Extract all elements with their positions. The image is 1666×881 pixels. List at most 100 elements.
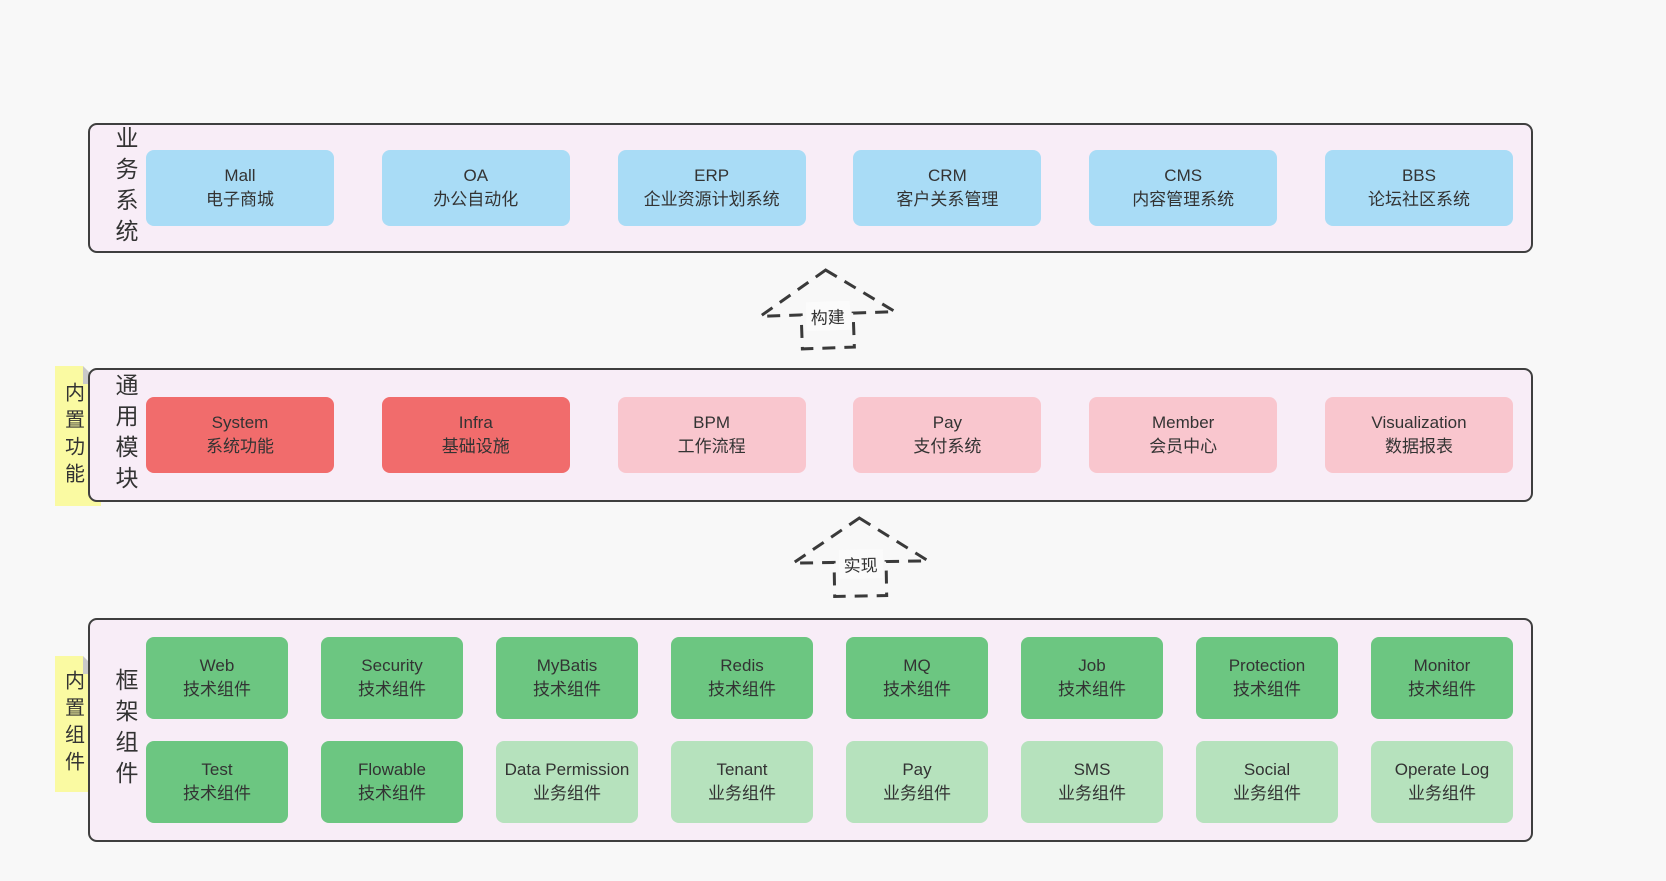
system-box-crm-name: CRM [928, 166, 967, 186]
component-box-mq-name: MQ [903, 656, 931, 676]
component-box-security-name: Security [361, 656, 423, 676]
system-box-bbs: BBS 论坛社区系统 [1324, 150, 1513, 226]
module-box-system-desc: 系统功能 [206, 437, 274, 456]
component-box-operate-log: Operate Log 业务组件 [1371, 741, 1513, 823]
band-business-systems-label: 业务系统 [112, 126, 138, 250]
component-box-redis: Redis 技术组件 [671, 637, 813, 719]
module-box-infra-name: Infra [458, 413, 493, 433]
module-box-member-name: Member [1152, 413, 1215, 433]
system-box-erp: ERP 企业资源计划系统 [617, 150, 806, 226]
component-box-social: Social 业务组件 [1196, 741, 1338, 823]
system-box-oa-name: OA [463, 166, 489, 186]
component-box-protection: Protection 技术组件 [1196, 637, 1338, 719]
component-box-pay-name: Pay [902, 760, 932, 780]
component-box-job: Job 技术组件 [1021, 637, 1163, 719]
module-box-member: Member 会员中心 [1089, 397, 1278, 473]
module-box-infra: Infra 基础设施 [381, 397, 570, 473]
module-box-visualization: Visualization 数据报表 [1324, 397, 1513, 473]
component-box-mq-desc: 技术组件 [883, 680, 951, 699]
component-box-mybatis-name: MyBatis [536, 656, 598, 676]
component-box-test-name: Test [201, 760, 233, 780]
component-box-mybatis-desc: 技术组件 [533, 680, 601, 699]
band-framework-components: 框架组件 Web 技术组件 Security 技术组件 MyBatis 技术组件… [88, 618, 1533, 842]
sticky-note-built-in-components-label: 内置组件 [61, 670, 84, 778]
module-box-visualization-desc: 数据报表 [1384, 437, 1453, 456]
system-box-mall-desc: 电子商城 [206, 190, 274, 209]
band-framework-components-boxes: Web 技术组件 Security 技术组件 MyBatis 技术组件 Redi… [146, 620, 1513, 840]
component-box-social-name: Social [1243, 760, 1291, 780]
module-box-infra-desc: 基础设施 [441, 437, 510, 456]
arrow-up-dashed-icon [755, 268, 901, 351]
system-box-mall: Mall 电子商城 [146, 150, 334, 226]
module-box-pay-name: Pay [932, 413, 963, 433]
component-box-sms-desc: 业务组件 [1058, 784, 1126, 803]
arrow-build: 构建 [754, 263, 902, 354]
component-box-mybatis: MyBatis 技术组件 [496, 637, 638, 719]
module-box-visualization-name: Visualization [1371, 413, 1467, 433]
module-box-pay: Pay 支付系统 [853, 397, 1042, 473]
system-box-cms: CMS 内容管理系统 [1089, 150, 1278, 226]
component-box-mq: MQ 技术组件 [846, 637, 988, 719]
band-business-systems: 业务系统 Mall 电子商城 OA 办公自动化 ERP 企业资源计划系统 CRM… [88, 123, 1533, 253]
module-box-bpm: BPM 工作流程 [617, 397, 806, 473]
component-box-web-name: Web [199, 656, 235, 676]
arrow-implement-label: 实现 [838, 548, 883, 579]
sticky-note-built-in-features-label: 内置功能 [61, 382, 84, 490]
arrow-up-dashed-icon [788, 516, 934, 598]
system-box-erp-desc: 企业资源计划系统 [643, 190, 780, 209]
component-box-protection-desc: 技术组件 [1233, 680, 1301, 699]
component-box-redis-name: Redis [720, 656, 764, 676]
component-box-data-permission-desc: 业务组件 [533, 784, 601, 803]
component-box-sms: SMS 业务组件 [1021, 741, 1163, 823]
arrow-build-label: 构建 [805, 300, 851, 332]
component-box-data-permission-name: Data Permission [504, 760, 630, 780]
component-box-tenant-name: Tenant [716, 760, 768, 780]
component-box-flowable: Flowable 技术组件 [321, 741, 463, 823]
system-box-mall-name: Mall [224, 166, 256, 186]
system-box-oa: OA 办公自动化 [381, 150, 570, 226]
module-box-system-name: System [211, 413, 269, 433]
module-box-bpm-name: BPM [693, 413, 731, 433]
band-common-modules-label: 通用模块 [112, 373, 138, 497]
system-box-erp-name: ERP [694, 166, 730, 186]
system-box-oa-desc: 办公自动化 [433, 190, 519, 209]
system-box-crm-desc: 客户关系管理 [896, 190, 999, 209]
component-box-test: Test 技术组件 [146, 741, 288, 823]
component-box-operate-log-desc: 业务组件 [1408, 784, 1476, 803]
component-box-sms-name: SMS [1073, 760, 1111, 780]
framework-row-2: Test 技术组件 Flowable 技术组件 Data Permission … [146, 741, 1513, 823]
component-box-flowable-desc: 技术组件 [358, 784, 426, 803]
band-common-modules: 通用模块 System 系统功能 Infra 基础设施 BPM 工作流程 Pay… [88, 368, 1533, 502]
component-box-tenant-desc: 业务组件 [708, 784, 776, 803]
component-box-test-desc: 技术组件 [183, 784, 251, 803]
component-box-pay: Pay 业务组件 [846, 741, 988, 823]
component-box-monitor: Monitor 技术组件 [1371, 637, 1513, 719]
component-box-tenant: Tenant 业务组件 [671, 741, 813, 823]
component-box-flowable-name: Flowable [357, 760, 427, 780]
component-box-social-desc: 业务组件 [1233, 784, 1301, 803]
framework-row-1: Web 技术组件 Security 技术组件 MyBatis 技术组件 Redi… [146, 637, 1513, 719]
module-box-system: System 系统功能 [146, 397, 334, 473]
component-box-job-name: Job [1078, 656, 1106, 676]
module-box-pay-desc: 支付系统 [913, 437, 982, 456]
module-box-bpm-desc: 工作流程 [677, 437, 746, 456]
band-framework-components-label: 框架组件 [112, 668, 138, 792]
system-box-cms-desc: 内容管理系统 [1132, 190, 1235, 209]
component-box-protection-name: Protection [1228, 656, 1306, 676]
component-box-redis-desc: 技术组件 [708, 680, 776, 699]
component-box-monitor-desc: 技术组件 [1408, 680, 1476, 699]
system-box-bbs-desc: 论坛社区系统 [1367, 190, 1470, 209]
system-box-cms-name: CMS [1164, 166, 1203, 186]
component-box-security: Security 技术组件 [321, 637, 463, 719]
component-box-operate-log-name: Operate Log [1394, 760, 1490, 780]
component-box-data-permission: Data Permission 业务组件 [496, 741, 638, 823]
component-box-monitor-name: Monitor [1413, 656, 1471, 676]
component-box-web-desc: 技术组件 [183, 680, 251, 699]
band-common-modules-boxes: System 系统功能 Infra 基础设施 BPM 工作流程 Pay 支付系统… [146, 370, 1513, 500]
arrow-implement: 实现 [787, 513, 934, 602]
component-box-web: Web 技术组件 [146, 637, 288, 719]
component-box-pay-desc: 业务组件 [883, 784, 951, 803]
system-box-crm: CRM 客户关系管理 [853, 150, 1042, 226]
module-box-member-desc: 会员中心 [1149, 437, 1218, 456]
system-box-bbs-name: BBS [1401, 166, 1436, 186]
